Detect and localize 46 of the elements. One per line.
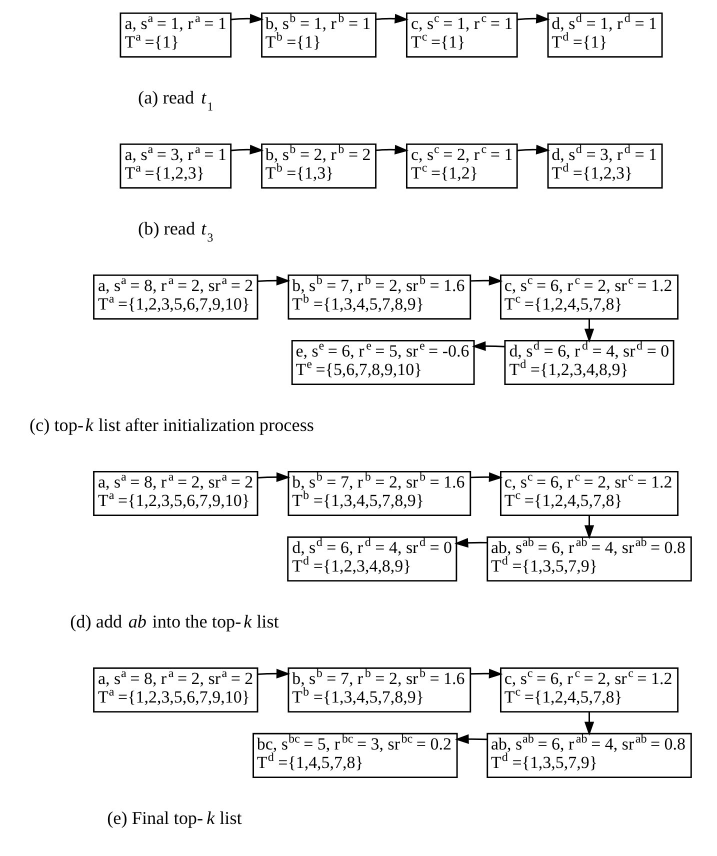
node-box: ab, s$^{ab}$ = 6, r$^{ab}$ = 4, sr$^{ab}$ = 0.8 T$^{d}$ ={1,3,5,7,9} xyxy=(486,536,692,582)
node-box: e, s$^{e}$ = 6, r$^{e}$ = 5, sr$^{e}$ = -0.6 T$^{e}$ ={5,6,7,8,9,10} xyxy=(291,340,475,386)
arrow xyxy=(454,734,488,744)
arrow xyxy=(230,144,264,154)
label: (d) add ab into the top-k list xyxy=(70,612,279,632)
label: (e) Final top-k list xyxy=(107,808,242,828)
arrow xyxy=(376,14,409,24)
arrow xyxy=(258,276,290,286)
label: (c) top-k list after initialization process xyxy=(29,415,314,436)
label: (b) read t$_{3}$ xyxy=(138,218,214,245)
arrow xyxy=(258,668,290,678)
node-box: b, s$^{b}$ = 2, r$^{b}$ = 2 T$^{b}$ ={1,3} xyxy=(261,143,377,189)
arrow xyxy=(470,668,503,678)
node-box: a, s$^{a}$ = 1, r$^{a}$ = 1 T$^{a}$ ={1} xyxy=(120,12,232,58)
node-box: b, s$^{b}$ = 7, r$^{b}$ = 2, sr$^{b}$ = 1.6 T$^{b}$ ={1,3,4,5,7,8,9} xyxy=(288,274,472,320)
node-box: d, s$^{d}$ = 3, r$^{d}$ = 1 T$^{d}$ ={1,2,3} xyxy=(547,143,663,189)
arrow xyxy=(584,318,594,343)
arrow xyxy=(454,538,488,548)
node-box: b, s$^{b}$ = 7, r$^{b}$ = 2, sr$^{b}$ = 1.6 T$^{b}$ ={1,3,4,5,7,8,9} xyxy=(288,667,472,713)
arrow xyxy=(470,472,503,482)
arrow xyxy=(517,14,550,24)
node-box: a, s$^{a}$ = 8, r$^{a}$ = 2, sr$^{a}$ = 2 T$^{a}$ ={1,2,3,5,6,7,9,10} xyxy=(93,470,258,516)
node-box: a, s$^{a}$ = 3, r$^{a}$ = 1 T$^{a}$ ={1,2,3} xyxy=(120,143,232,189)
arrow xyxy=(517,144,550,154)
node-box: c, s$^{c}$ = 6, r$^{c}$ = 2, sr$^{c}$ = 1.2 T$^{c}$ ={1,2,4,5,7,8} xyxy=(500,274,679,320)
node-box: bc, s$^{bc}$ = 5, r$^{bc}$ = 3, sr$^{bc}$ = 0.2 T$^{d}$ ={1,4,5,7,8} xyxy=(252,732,458,778)
node-box: a, s$^{a}$ = 8, r$^{a}$ = 2, sr$^{a}$ = 2 T$^{a}$ ={1,2,3,5,6,7,9,10} xyxy=(93,274,258,320)
node-box: d, s$^{d}$ = 6, r$^{d}$ = 4, sr$^{d}$ = 0 T$^{d}$ ={1,2,3,4,8,9} xyxy=(504,340,674,386)
node-box: d, s$^{d}$ = 6, r$^{d}$ = 4, sr$^{d}$ = 0 T$^{d}$ ={1,2,3,4,8,9} xyxy=(287,536,458,582)
node-box: d, s$^{d}$ = 1, r$^{d}$ = 1 T$^{d}$ ={1} xyxy=(547,12,663,58)
node-box: ab, s$^{ab}$ = 6, r$^{ab}$ = 4, sr$^{ab}$ = 0.8 T$^{d}$ ={1,3,5,7,9} xyxy=(486,732,692,778)
label: (a) read t$_{1}$ xyxy=(138,88,214,114)
node-box: c, s$^{c}$ = 2, r$^{c}$ = 1 T$^{c}$ ={1,2} xyxy=(406,143,518,189)
arrow xyxy=(584,515,594,540)
node-box: b, s$^{b}$ = 1, r$^{b}$ = 1 T$^{b}$ ={1} xyxy=(261,12,377,58)
arrow xyxy=(258,472,290,482)
node-box: b, s$^{b}$ = 7, r$^{b}$ = 2, sr$^{b}$ = 1.6 T$^{b}$ ={1,3,4,5,7,8,9} xyxy=(288,470,472,516)
arrow xyxy=(472,341,505,351)
node-box: c, s$^{c}$ = 6, r$^{c}$ = 2, sr$^{c}$ = 1.2 T$^{c}$ ={1,2,4,5,7,8} xyxy=(500,470,679,516)
arrow xyxy=(376,144,409,154)
node-box: c, s$^{c}$ = 1, r$^{c}$ = 1 T$^{c}$ ={1} xyxy=(406,12,518,58)
node-box: c, s$^{c}$ = 6, r$^{c}$ = 2, sr$^{c}$ = 1.2 T$^{c}$ ={1,2,4,5,7,8} xyxy=(500,667,679,713)
arrow xyxy=(230,14,264,24)
node-box: a, s$^{a}$ = 8, r$^{a}$ = 2, sr$^{a}$ = 2 T$^{a}$ ={1,2,3,5,6,7,9,10} xyxy=(93,667,258,713)
arrow xyxy=(470,276,503,286)
arrow xyxy=(584,712,594,736)
